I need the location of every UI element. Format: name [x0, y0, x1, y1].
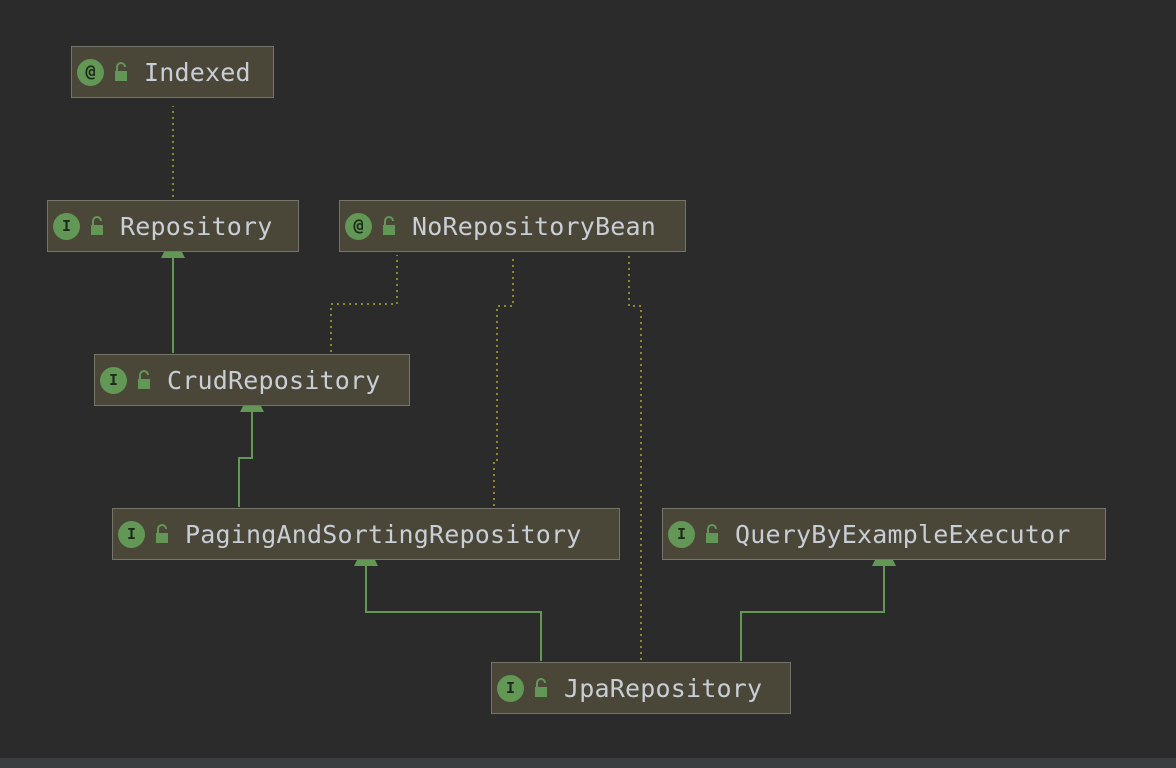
node-querybyexampleexecutor[interactable]: I QueryByExampleExecutor [662, 508, 1106, 560]
node-label: QueryByExampleExecutor [735, 519, 1071, 549]
node-crudrepository[interactable]: I CrudRepository [94, 354, 410, 406]
annotation-edge [628, 255, 642, 660]
node-label: Repository [120, 211, 273, 241]
unlock-icon [91, 216, 103, 235]
unlock-icon [115, 62, 127, 81]
extends-edge [365, 566, 542, 661]
annotation-edge [493, 255, 514, 506]
annotation-icon: @ [77, 58, 104, 86]
unlock-icon [383, 216, 395, 235]
node-jparepository[interactable]: I JpaRepository [491, 662, 791, 714]
node-indexed[interactable]: @ Indexed [71, 46, 274, 98]
unlock-icon [535, 678, 547, 697]
node-label: PagingAndSortingRepository [185, 519, 582, 549]
status-bar [0, 758, 1176, 768]
interface-icon: I [668, 520, 695, 548]
extends-edge [238, 412, 253, 507]
node-norepositorybean[interactable]: @ NoRepositoryBean [339, 200, 686, 252]
unlock-icon [706, 524, 718, 543]
interface-icon: I [118, 520, 145, 548]
node-label: CrudRepository [167, 365, 381, 395]
annotation-icon: @ [345, 212, 372, 240]
extends-edge [740, 566, 885, 661]
node-label: JpaRepository [564, 673, 763, 703]
interface-icon: I [53, 212, 80, 240]
annotation-edge [330, 255, 398, 352]
unlock-icon [156, 524, 168, 543]
node-pagingandsortingrepository[interactable]: I PagingAndSortingRepository [112, 508, 620, 560]
node-label: Indexed [144, 57, 251, 87]
node-repository[interactable]: I Repository [47, 200, 299, 252]
interface-icon: I [497, 674, 524, 702]
unlock-icon [138, 370, 150, 389]
interface-icon: I [100, 366, 127, 394]
node-label: NoRepositoryBean [412, 211, 657, 241]
